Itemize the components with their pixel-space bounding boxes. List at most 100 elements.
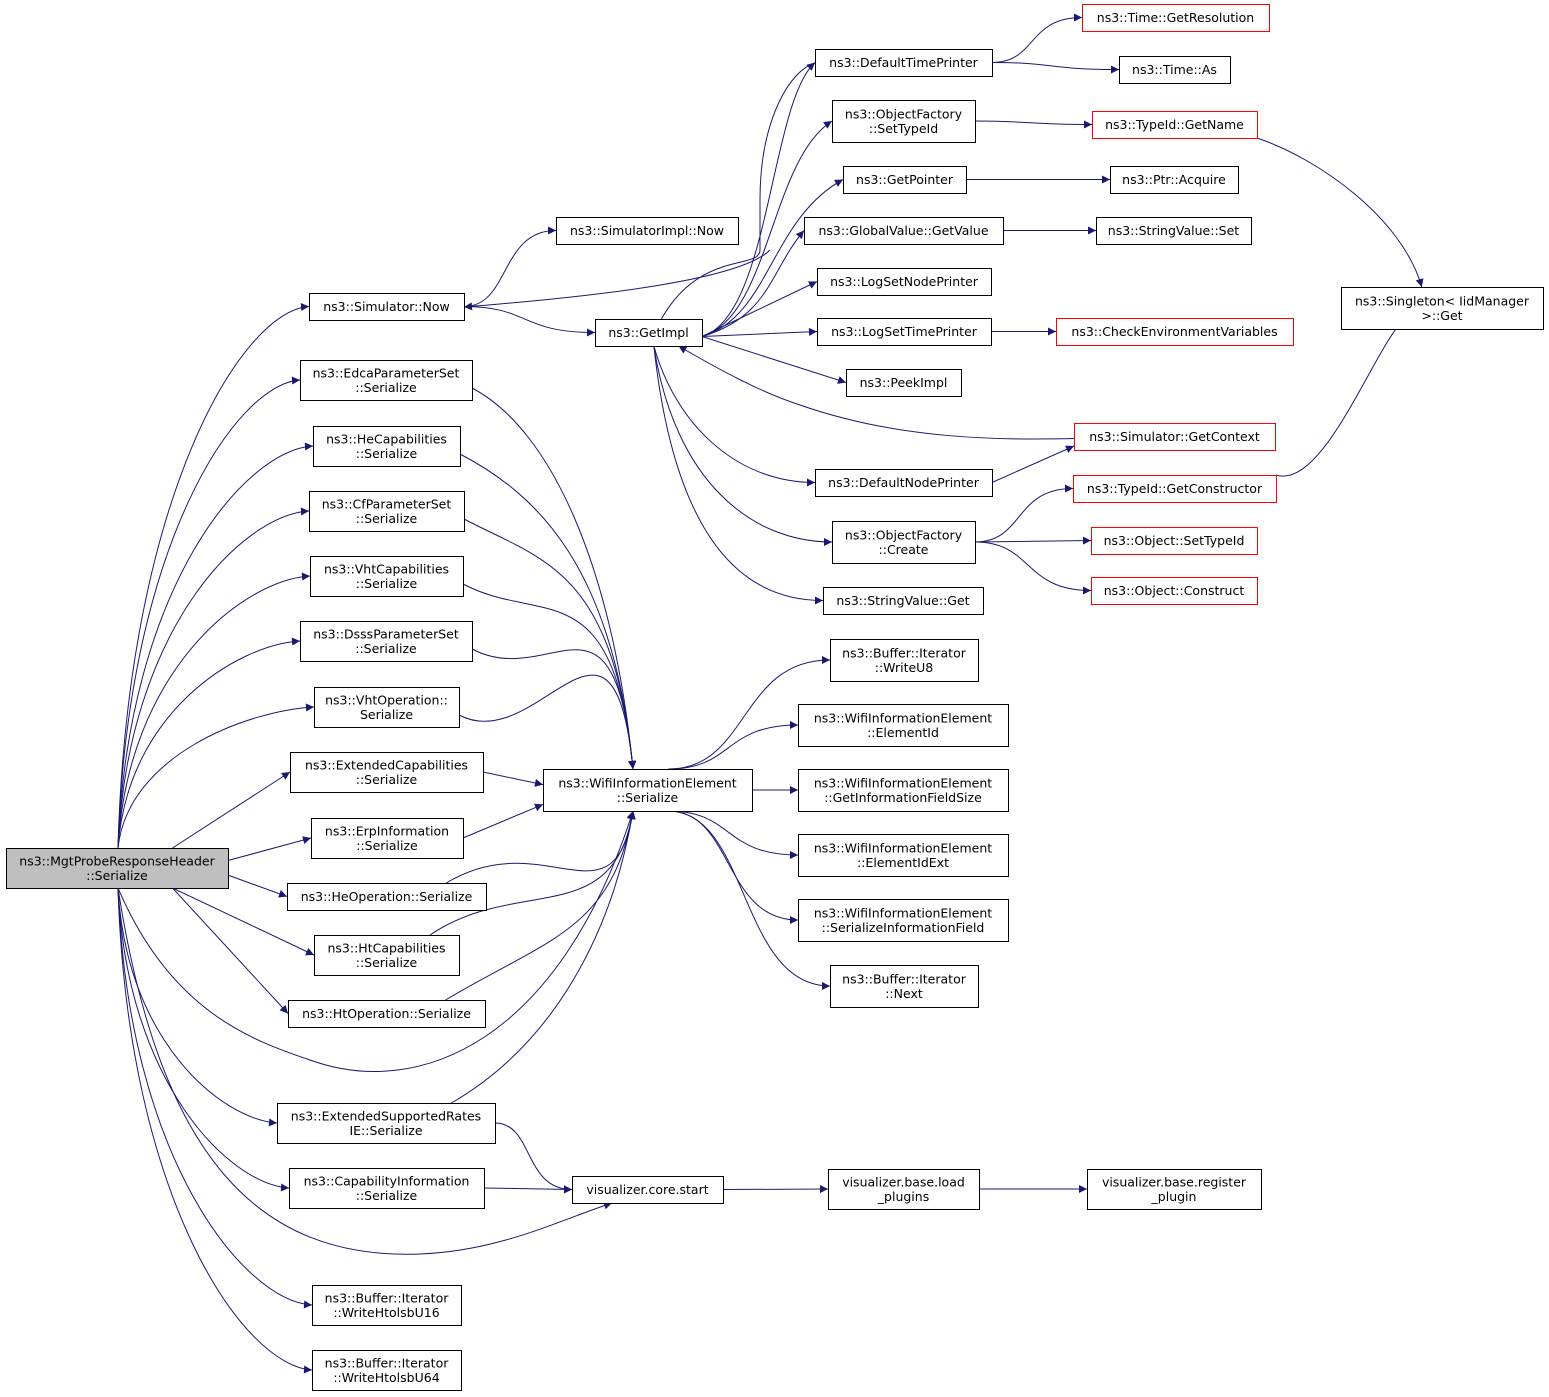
node-label: ns3::CapabilityInformation <box>304 1173 470 1188</box>
node-box <box>828 1169 980 1210</box>
node-sv-get[interactable]: ns3::StringValue::Get <box>823 587 984 615</box>
node-box <box>1096 217 1252 245</box>
node-vht-cap[interactable]: ns3::VhtCapabilities::Serialize <box>310 556 464 597</box>
node-log-set-node[interactable]: ns3::LogSetNodePrinter <box>817 268 992 296</box>
edge-cap-info-to-viz-start <box>483 1185 573 1194</box>
node-label: ns3::MgtProbeResponseHeader <box>19 853 215 868</box>
edge-of-create-to-obj-set-type-id <box>974 536 1092 545</box>
node-of-set-type-id[interactable]: ns3::ObjectFactory::SetTypeId <box>832 100 976 143</box>
node-wie-elem-id-ext[interactable]: ns3::WifiInformationElement::ElementIdEx… <box>798 834 1009 877</box>
node-wie-elem-id[interactable]: ns3::WifiInformationElement::ElementId <box>798 704 1009 747</box>
node-def-node-printer[interactable]: ns3::DefaultNodePrinter <box>815 469 993 497</box>
node-dsss[interactable]: ns3::DsssParameterSet::Serialize <box>300 621 473 662</box>
node-box <box>798 704 1009 747</box>
edge-get-impl-to-def-time-printer <box>701 62 816 337</box>
node-wie-ser-field[interactable]: ns3::WifiInformationElement::SerializeIn… <box>798 899 1009 942</box>
node-vht-op[interactable]: ns3::VhtOperation::Serialize <box>314 687 460 728</box>
node-label: ns3::DsssParameterSet <box>313 626 459 641</box>
node-box <box>6 848 229 889</box>
node-box <box>313 426 461 467</box>
node-label: ns3::ErpInformation <box>325 823 449 838</box>
edge-ht-cap-to-wie-serialize <box>429 810 636 936</box>
node-label: ns3::EdcaParameterSet <box>313 365 460 380</box>
node-viz-load[interactable]: visualizer.base.load_plugins <box>828 1169 980 1210</box>
node-erp[interactable]: ns3::ErpInformation::Serialize <box>311 818 464 859</box>
node-label: ns3::VhtOperation:: <box>325 692 448 707</box>
node-box <box>543 769 753 812</box>
edge-type-id-get-ctor-to-singleton-get <box>1275 315 1424 477</box>
node-write-u64[interactable]: ns3::Buffer::Iterator::WriteHtolsbU64 <box>312 1350 462 1391</box>
node-label: ::Serialize <box>617 790 679 805</box>
node-gv-get-value[interactable]: ns3::GlobalValue::GetValue <box>804 217 1004 245</box>
node-get-pointer[interactable]: ns3::GetPointer <box>843 166 967 194</box>
node-label: ns3::HtCapabilities <box>327 940 445 955</box>
node-type-id-get-ctor[interactable]: ns3::TypeId::GetConstructor <box>1073 475 1277 503</box>
node-sim-impl-now[interactable]: ns3::SimulatorImpl::Now <box>556 217 739 245</box>
node-label: ns3::LogSetTimePrinter <box>831 324 978 339</box>
node-time-get-res[interactable]: ns3::Time::GetResolution <box>1082 4 1270 32</box>
node-sv-set[interactable]: ns3::StringValue::Set <box>1096 217 1252 245</box>
edge-root-to-write-u16 <box>117 887 313 1309</box>
edge-root-to-vht-cap <box>117 572 311 849</box>
node-label: ns3::Object::SetTypeId <box>1104 533 1245 548</box>
edge-root-to-he-op <box>227 874 288 898</box>
node-ht-op[interactable]: ns3::HtOperation::Serialize <box>288 1000 486 1028</box>
node-ext-cap[interactable]: ns3::ExtendedCapabilities::Serialize <box>290 752 484 793</box>
node-write-u16[interactable]: ns3::Buffer::Iterator::WriteHtolsbU16 <box>312 1285 462 1326</box>
node-viz-start[interactable]: visualizer.core.start <box>572 1176 724 1204</box>
edge-dsss-to-wie-serialize <box>471 648 637 770</box>
node-log-set-time[interactable]: ns3::LogSetTimePrinter <box>817 318 992 346</box>
node-root[interactable]: ns3::MgtProbeResponseHeader::Serialize <box>6 848 229 889</box>
node-label: ns3::Object::Construct <box>1104 583 1245 598</box>
node-box <box>798 834 1009 877</box>
node-type-id-get-name[interactable]: ns3::TypeId::GetName <box>1092 111 1258 139</box>
node-label: ::GetInformationFieldSize <box>824 790 982 805</box>
node-box <box>1341 287 1544 330</box>
node-write-u8[interactable]: ns3::Buffer::Iterator::WriteU8 <box>830 639 979 682</box>
node-viz-register[interactable]: visualizer.base.register_plugin <box>1087 1169 1262 1210</box>
node-def-time-printer[interactable]: ns3::DefaultTimePrinter <box>815 49 993 77</box>
node-ptr-acquire[interactable]: ns3::Ptr::Acquire <box>1110 166 1239 194</box>
node-box <box>804 217 1004 245</box>
edge-wie-serialize-to-wie-elem-id-ext <box>668 810 799 859</box>
edge-root-to-cap-info <box>117 887 290 1192</box>
edge-get-impl-to-gv-get-value <box>701 230 805 337</box>
node-box <box>312 1350 462 1391</box>
node-layer: ns3::MgtProbeResponseHeader::Serializens… <box>6 4 1544 1391</box>
node-obj-construct[interactable]: ns3::Object::Construct <box>1091 577 1258 605</box>
node-peek-impl[interactable]: ns3::PeekImpl <box>846 369 962 397</box>
node-he-cap[interactable]: ns3::HeCapabilities::Serialize <box>313 426 461 467</box>
edge-ht-op-to-wie-serialize <box>445 810 636 1001</box>
node-time-as[interactable]: ns3::Time::As <box>1119 56 1231 84</box>
node-he-op[interactable]: ns3::HeOperation::Serialize <box>287 883 487 911</box>
node-singleton-get[interactable]: ns3::Singleton< IidManager>::Get <box>1341 287 1544 330</box>
node-wie-serialize[interactable]: ns3::WifiInformationElement::Serialize <box>543 769 753 812</box>
node-check-env[interactable]: ns3::CheckEnvironmentVariables <box>1056 318 1294 346</box>
node-ht-cap[interactable]: ns3::HtCapabilities::Serialize <box>314 935 460 976</box>
node-sim-get-context[interactable]: ns3::Simulator::GetContext <box>1074 423 1276 451</box>
node-box <box>832 100 976 143</box>
node-box <box>830 965 979 1008</box>
node-label: ns3::WifiInformationElement <box>814 710 992 725</box>
node-of-create[interactable]: ns3::ObjectFactory::Create <box>832 521 976 564</box>
node-cf-param[interactable]: ns3::CfParameterSet::Serialize <box>309 491 465 532</box>
edge-ext-rates-to-viz-start <box>494 1122 573 1194</box>
node-label: ::Serialize <box>355 380 417 395</box>
node-box <box>312 1285 462 1326</box>
node-cap-info[interactable]: ns3::CapabilityInformation::Serialize <box>289 1168 485 1209</box>
node-label: ns3::TypeId::GetName <box>1105 117 1244 132</box>
node-label: visualizer.core.start <box>586 1182 708 1197</box>
node-label: ns3::DefaultTimePrinter <box>829 55 979 70</box>
node-wie-get-size[interactable]: ns3::WifiInformationElement::GetInformat… <box>798 769 1009 812</box>
node-buf-next[interactable]: ns3::Buffer::Iterator::Next <box>830 965 979 1008</box>
node-label: ::Serialize <box>356 511 418 526</box>
node-get-impl[interactable]: ns3::GetImpl <box>595 319 703 347</box>
node-sim-now[interactable]: ns3::Simulator::Now <box>309 293 465 321</box>
node-label: ::SetTypeId <box>869 121 938 136</box>
node-box <box>1074 423 1276 451</box>
node-edca[interactable]: ns3::EdcaParameterSet::Serialize <box>300 360 473 401</box>
node-obj-set-type-id[interactable]: ns3::Object::SetTypeId <box>1091 527 1258 555</box>
node-box <box>798 769 1009 812</box>
